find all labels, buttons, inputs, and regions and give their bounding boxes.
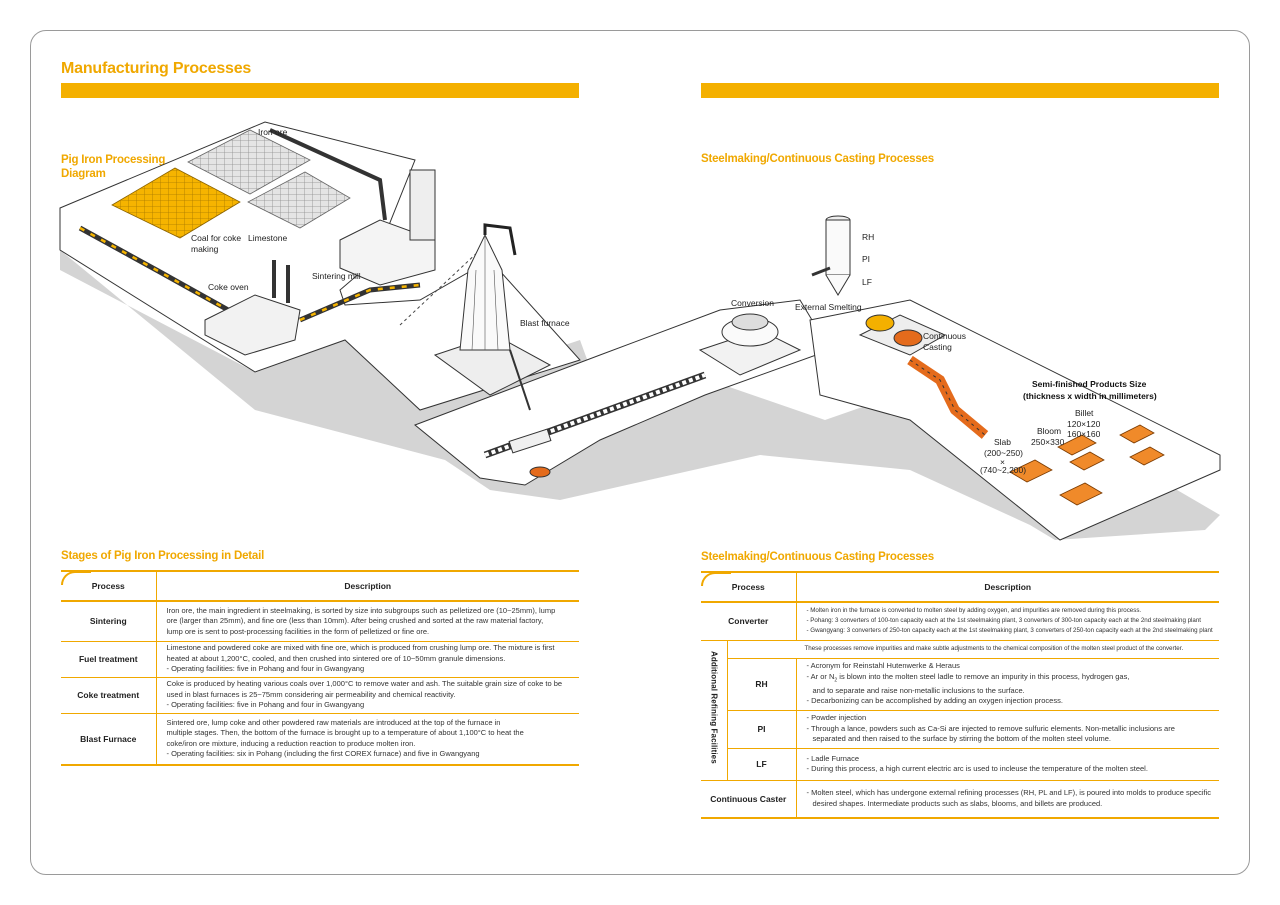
process-description: Iron ore, the main ingredient in steelma… bbox=[156, 601, 579, 642]
process-name: Coke treatment bbox=[61, 677, 157, 714]
label-billet-2: 160×160 bbox=[1067, 429, 1101, 439]
process-name: Blast Furnace bbox=[61, 713, 157, 766]
label-slab-1: (200~250) bbox=[984, 448, 1023, 458]
process-illustration: Iron ore Coal for coke making Limestone … bbox=[59, 121, 1221, 541]
converter bbox=[698, 313, 802, 376]
iron-ore-pile bbox=[187, 129, 311, 195]
label-limestone: Limestone bbox=[248, 233, 287, 243]
process-description: - Molten steel, which has undergone exte… bbox=[796, 780, 1219, 819]
semi-finished-products bbox=[1009, 424, 1165, 506]
label-lf: LF bbox=[862, 277, 872, 287]
label-rh: RH bbox=[862, 232, 874, 242]
label-pi: PI bbox=[862, 254, 870, 264]
table-row-refining-intro: Additional Refining Facilities These pro… bbox=[701, 640, 1219, 781]
process-description: Coke is produced by heating various coal… bbox=[156, 677, 579, 714]
header-process: Process bbox=[701, 571, 797, 603]
left-accent-bar bbox=[61, 83, 579, 98]
right-accent-bar bbox=[701, 83, 1219, 98]
label-iron-ore: Iron ore bbox=[258, 127, 288, 137]
external-smelting-tower bbox=[811, 215, 851, 296]
steelmaking-diagram-title: Steelmaking/Continuous Casting Processes bbox=[701, 153, 934, 165]
furnace-feed-conveyor bbox=[399, 249, 481, 326]
steel-table-title: Steelmaking/Continuous Casting Processes bbox=[701, 551, 934, 563]
blast-furnace bbox=[433, 223, 552, 411]
limestone-pile bbox=[247, 171, 351, 229]
label-external-smelting: External Smelting bbox=[795, 302, 862, 312]
process-description: Sintered ore, lump coke and other powder… bbox=[156, 713, 579, 766]
continuous-caster bbox=[858, 314, 989, 439]
process-name: RH bbox=[727, 658, 797, 711]
label-size-title-2: (thickness x width in millimeters) bbox=[1023, 391, 1157, 401]
process-description: - Ladle Furnace - During this process, a… bbox=[796, 748, 1219, 781]
label-coke-oven: Coke oven bbox=[208, 282, 249, 292]
table-row-lf: LF - Ladle Furnace - During this process… bbox=[701, 748, 1219, 781]
process-description: - Acronym for Reinstahl Hutenwerke & Her… bbox=[796, 658, 1219, 711]
label-billet-1: 120×120 bbox=[1067, 419, 1101, 429]
process-name: LF bbox=[727, 748, 797, 781]
table-row: Coke treatment Coke is produced by heati… bbox=[61, 677, 579, 714]
header-description: Description bbox=[796, 571, 1219, 603]
header-process: Process bbox=[61, 570, 157, 602]
process-name: PI bbox=[727, 710, 797, 749]
label-continuous-1: Continuous bbox=[923, 331, 966, 341]
label-bloom-1: 250×330 bbox=[1031, 437, 1065, 447]
table-row-converter: Converter - Molten iron in the furnace i… bbox=[701, 602, 1219, 641]
process-description: - Powder injection - Through a lance, po… bbox=[796, 710, 1219, 749]
table-row-caster: Continuous Caster - Molten steel, which … bbox=[701, 780, 1219, 819]
label-slab: Slab bbox=[994, 437, 1011, 447]
label-continuous-2: Casting bbox=[923, 342, 952, 352]
refining-intro: These processes remove impurities and ma… bbox=[727, 640, 1219, 659]
pig-iron-table: Process Description Sintering Iron ore, … bbox=[61, 570, 579, 766]
process-name: Fuel treatment bbox=[61, 641, 157, 678]
table-row: Fuel treatment Limestone and powdered co… bbox=[61, 641, 579, 678]
process-name: Sintering bbox=[61, 601, 157, 642]
table-row: Blast Furnace Sintered ore, lump coke an… bbox=[61, 713, 579, 766]
label-blast-furnace: Blast furnace bbox=[520, 318, 570, 328]
process-description: - Molten iron in the furnace is converte… bbox=[796, 602, 1219, 641]
process-name: Continuous Caster bbox=[701, 780, 797, 819]
label-conversion: Conversion bbox=[731, 298, 774, 308]
steelmaking-table: Process Description Converter - Molten i… bbox=[701, 571, 1219, 819]
label-billet: Billet bbox=[1075, 408, 1094, 418]
left-conveyor bbox=[78, 225, 257, 328]
pig-table-title: Stages of Pig Iron Processing in Detail bbox=[61, 550, 265, 562]
table-row: Sintering Iron ore, the main ingredient … bbox=[61, 601, 579, 642]
label-sintering-mill: Sintering mill bbox=[312, 271, 361, 281]
label-size-title-1: Semi-finished Products Size bbox=[1032, 379, 1147, 389]
page-title: Manufacturing Processes bbox=[61, 60, 252, 77]
process-description: Limestone and powdered coke are mixed wi… bbox=[156, 641, 579, 678]
table-row-pi: PI - Powder injection - Through a lance,… bbox=[701, 710, 1219, 749]
refining-facilities-label: Additional Refining Facilities bbox=[701, 640, 728, 781]
header-description: Description bbox=[156, 570, 579, 602]
top-conveyor bbox=[269, 128, 387, 221]
table-row-rh: RH - Acronym for Reinstahl Hutenwerke & … bbox=[701, 658, 1219, 711]
coal-pile bbox=[111, 167, 241, 239]
process-name: Converter bbox=[701, 602, 797, 641]
label-bloom: Bloom bbox=[1037, 426, 1061, 436]
label-slab-2: × bbox=[1000, 457, 1005, 467]
coke-oven bbox=[204, 294, 301, 356]
label-coal-1: Coal for coke bbox=[191, 233, 241, 243]
label-slab-3: (740~2,200) bbox=[980, 465, 1026, 475]
molten-ladle bbox=[529, 466, 551, 478]
pig-iron-diagram-title: Pig Iron Processing Diagram bbox=[61, 154, 166, 180]
label-coal-2: making bbox=[191, 244, 219, 254]
